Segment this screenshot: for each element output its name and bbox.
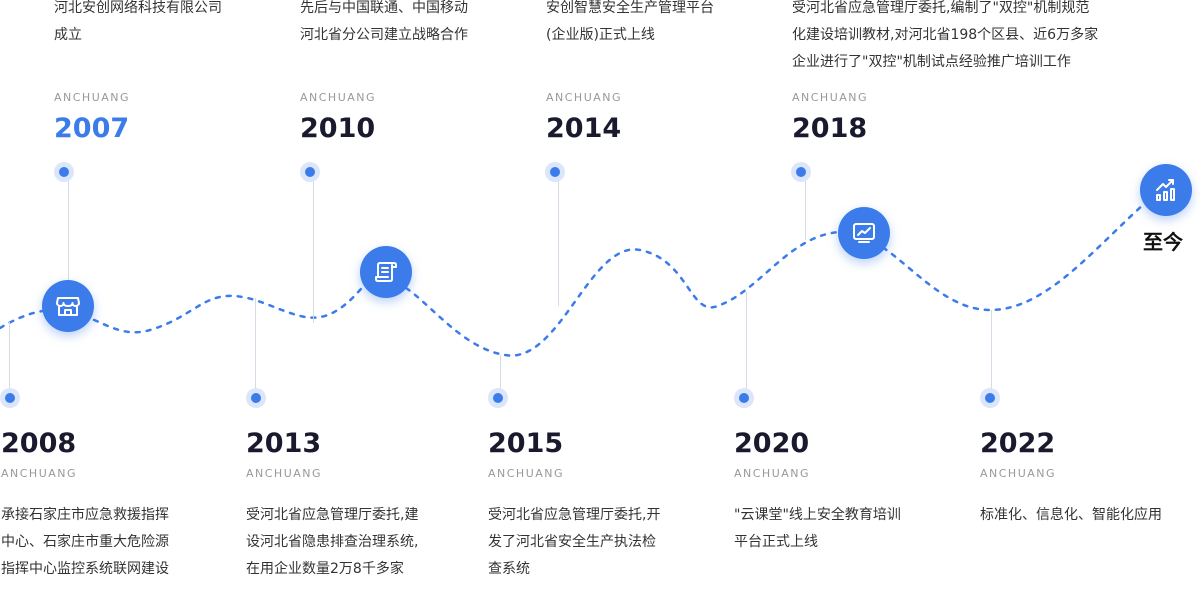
milestone-year: 2015 xyxy=(488,428,564,459)
connector-2018 xyxy=(805,178,806,240)
milestone-2022: 2022 ANCHUANG 标准化、信息化、智能化应用 xyxy=(980,428,1195,529)
milestone-desc: 承接石家庄市应急救援指挥 中心、石家庄市重大危险源 指挥中心监控系统联网建设 xyxy=(1,507,169,577)
brand-tag: ANCHUANG xyxy=(792,91,869,104)
timeline-dot-2010 xyxy=(305,167,315,177)
milestone-year: 2010 xyxy=(300,113,376,144)
store-icon xyxy=(56,297,80,316)
monitor-chart-icon xyxy=(853,223,875,243)
growth-badge xyxy=(1140,164,1192,216)
brand-tag: ANCHUANG xyxy=(54,91,131,104)
milestone-year: 2013 xyxy=(246,428,322,459)
brand-tag: ANCHUANG xyxy=(980,467,1057,480)
milestone-desc: 先后与中国联通、中国移动 河北省分公司建立战略合作 xyxy=(300,0,468,43)
connector-2013 xyxy=(255,298,256,394)
milestone-desc: 受河北省应急管理厅委托,开 发了河北省安全生产执法检 查系统 xyxy=(488,507,661,577)
brand-tag: ANCHUANG xyxy=(300,91,377,104)
store-badge xyxy=(42,280,94,332)
connector-2015 xyxy=(500,355,501,393)
milestone-year: 2008 xyxy=(1,428,77,459)
milestone-year: 2022 xyxy=(980,428,1056,459)
scroll-badge xyxy=(360,246,412,298)
monitor-badge xyxy=(838,207,890,259)
milestone-year: 2020 xyxy=(734,428,810,459)
present-label: 至今 xyxy=(1143,230,1183,254)
milestone-year: 2007 xyxy=(54,113,130,144)
milestone-2018: 受河北省应急管理厅委托,编制了"双控"机制规范 化建设培训教材,对河北省198个… xyxy=(792,0,1152,144)
milestone-desc: 标准化、信息化、智能化应用 xyxy=(980,507,1162,523)
connector-2008 xyxy=(9,322,10,394)
milestone-desc: 河北安创网络科技有限公司 成立 xyxy=(54,0,222,43)
timeline-dot-2013 xyxy=(251,393,261,403)
milestone-2010: 先后与中国联通、中国移动 河北省分公司建立战略合作 ANCHUANG 2010 xyxy=(300,0,540,144)
timeline-dot-2020 xyxy=(739,393,749,403)
milestone-2013: 2013 ANCHUANG 受河北省应急管理厅委托,建 设河北省隐患排查治理系统… xyxy=(246,428,486,583)
growth-chart-icon xyxy=(1156,179,1175,201)
timeline-dot-2014 xyxy=(550,167,560,177)
milestone-2007: 河北安创网络科技有限公司 成立 ANCHUANG 2007 xyxy=(54,0,294,144)
connector-2007 xyxy=(68,178,69,290)
milestone-desc: 受河北省应急管理厅委托,建 设河北省隐患排查治理系统, 在用企业数量2万8千多家 xyxy=(246,507,419,577)
milestone-desc: 安创智慧安全生产管理平台 (企业版)正式上线 xyxy=(546,0,714,43)
brand-tag: ANCHUANG xyxy=(488,467,565,480)
timeline-dot-2008 xyxy=(5,393,15,403)
milestone-2015: 2015 ANCHUANG 受河北省应急管理厅委托,开 发了河北省安全生产执法检… xyxy=(488,428,728,583)
brand-tag: ANCHUANG xyxy=(546,91,623,104)
milestone-2020: 2020 ANCHUANG "云课堂"线上安全教育培训 平台正式上线 xyxy=(734,428,974,556)
brand-tag: ANCHUANG xyxy=(246,467,323,480)
milestone-year: 2014 xyxy=(546,113,622,144)
milestone-2008: 2008 ANCHUANG 承接石家庄市应急救援指挥 中心、石家庄市重大危险源 … xyxy=(1,428,241,583)
timeline-dot-2018 xyxy=(796,167,806,177)
timeline-dot-2022 xyxy=(985,393,995,403)
milestone-year: 2018 xyxy=(792,113,868,144)
timeline-dot-2007 xyxy=(59,167,69,177)
connector-2010 xyxy=(313,178,314,323)
milestone-desc: 受河北省应急管理厅委托,编制了"双控"机制规范 化建设培训教材,对河北省198个… xyxy=(792,0,1099,70)
milestone-desc: "云课堂"线上安全教育培训 平台正式上线 xyxy=(734,507,901,550)
scroll-icon xyxy=(375,262,397,282)
connector-2022 xyxy=(991,310,992,394)
milestone-2014: 安创智慧安全生产管理平台 (企业版)正式上线 ANCHUANG 2014 xyxy=(546,0,786,144)
connector-2014 xyxy=(558,178,559,306)
timeline-dot-2015 xyxy=(493,393,503,403)
connector-2020 xyxy=(746,292,747,394)
brand-tag: ANCHUANG xyxy=(734,467,811,480)
brand-tag: ANCHUANG xyxy=(1,467,78,480)
